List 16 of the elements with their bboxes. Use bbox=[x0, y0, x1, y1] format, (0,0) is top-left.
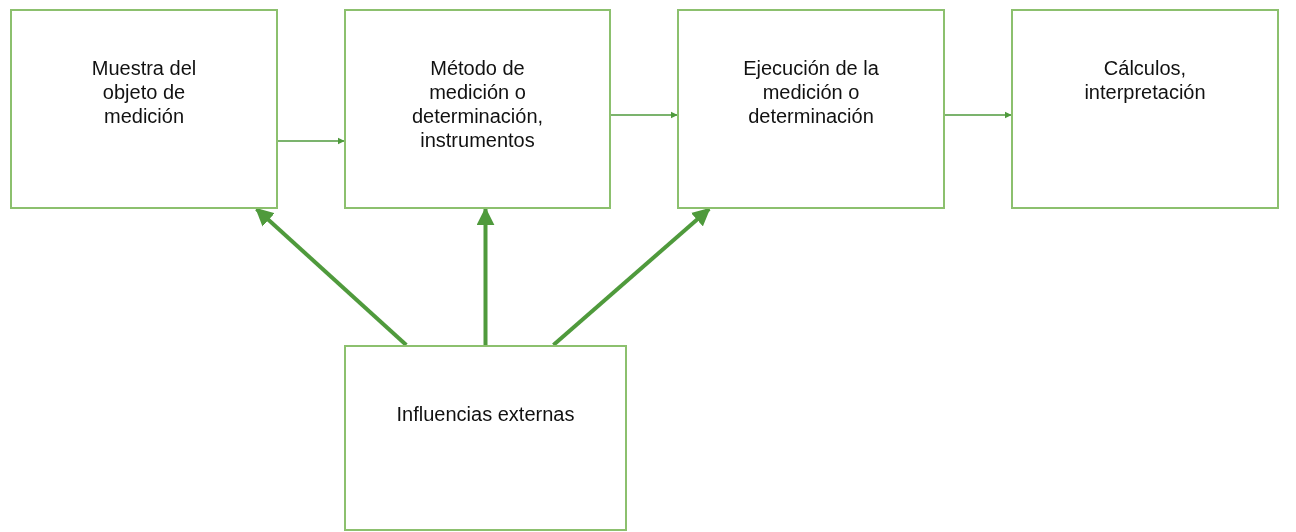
box-label: Método de medición o determinación, instrumentos bbox=[410, 56, 545, 153]
arrow bbox=[255, 207, 408, 347]
box-label: Muestra del objeto de medición bbox=[90, 56, 198, 129]
process-box bbox=[344, 345, 627, 531]
process-box bbox=[344, 9, 611, 209]
process-box bbox=[1011, 9, 1279, 209]
arrow bbox=[277, 137, 345, 145]
arrow bbox=[476, 207, 495, 345]
box-label: Influencias externas bbox=[396, 402, 575, 427]
process-box bbox=[10, 9, 278, 209]
process-box bbox=[677, 9, 945, 209]
arrow bbox=[610, 111, 678, 119]
box-label: Cálculos, interpretación bbox=[1083, 56, 1207, 105]
arrow bbox=[552, 207, 711, 347]
box-label: Ejecución de la medición o determinación bbox=[742, 56, 880, 129]
arrow bbox=[944, 111, 1012, 119]
